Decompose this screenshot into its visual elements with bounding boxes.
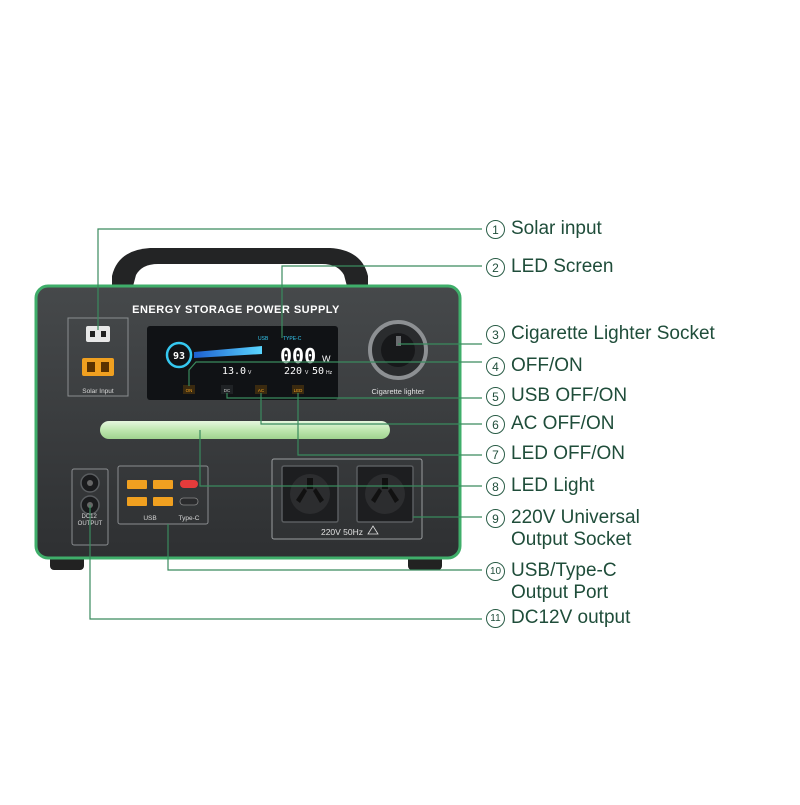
callout-label: LED Screen (511, 256, 614, 277)
callout-number: 1 (486, 220, 505, 239)
callout-led-light: 8 LED Light (486, 475, 594, 497)
leader-line-10 (167, 524, 482, 571)
callout-label: Cigarette Lighter Socket (511, 323, 715, 344)
callout-solar-input: 1 Solar input (486, 218, 602, 240)
leader-line-5 (226, 393, 482, 399)
callout-label: LED Light (511, 475, 595, 496)
ac-socket-right (356, 465, 414, 523)
panel-title: ENERGY STORAGE POWER SUPPLY (132, 304, 340, 316)
callout-number: 10 (486, 562, 505, 581)
usb-port (127, 480, 147, 489)
ac-button-led[interactable] (255, 385, 267, 394)
callout-number: 2 (486, 258, 505, 277)
callout-off-on: 4 OFF/ON (486, 355, 583, 377)
ac-universal-output-sockets: 220V 50Hz (271, 458, 423, 540)
callout-led-screen: 2 LED Screen (486, 256, 613, 278)
ac-socket-left (281, 465, 339, 523)
callout-number: 4 (486, 357, 505, 376)
callout-number: 6 (486, 415, 505, 434)
callout-leader-lines (89, 228, 482, 620)
battery-percent: 93 (173, 351, 185, 362)
callout-number: 8 (486, 477, 505, 496)
solar-input-label: Solar Input (82, 388, 114, 395)
callout-number: 9 (486, 509, 505, 528)
callout-universal-output-socket: 9 220V Universal Output Socket (486, 507, 640, 551)
callout-label: AC OFF/ON (511, 413, 615, 434)
cigarette-lighter-socket: Cigarette lighter (368, 320, 428, 396)
callout-number: 5 (486, 387, 505, 406)
leader-line-7 (297, 393, 482, 456)
typec-port-label: Type-C (179, 515, 200, 522)
callout-number: 7 (486, 445, 505, 464)
callout-label: USB OFF/ON (511, 385, 628, 406)
usb-port-label: USB (143, 515, 156, 522)
leader-line-6 (260, 393, 482, 425)
leader-line-2 (281, 265, 482, 338)
callout-cigarette-lighter-socket: 3 Cigarette Lighter Socket (486, 323, 715, 345)
callout-label: LED OFF/ON (511, 443, 626, 464)
led-button-led[interactable] (292, 385, 304, 394)
callout-label: Solar input (511, 218, 602, 239)
watt-unit: W (322, 354, 331, 364)
screen-button-label: AC (258, 388, 265, 393)
callout-ac-off-on: 6 AC OFF/ON (486, 413, 614, 435)
usb-port (127, 497, 147, 506)
warning-triangle-icon (367, 525, 379, 535)
cigarette-lighter-label: Cigarette lighter (372, 387, 425, 396)
leader-line-8 (199, 430, 482, 487)
usb-screen-icon: USB (258, 336, 269, 342)
callout-usb-off-on: 5 USB OFF/ON (486, 385, 627, 407)
typec-screen-icon: TYPE-C (283, 336, 302, 342)
led-light-strip (100, 421, 390, 439)
frequency-unit: Hz (326, 370, 333, 376)
callout-number: 3 (486, 325, 505, 344)
ac-voltage-unit: V (305, 370, 309, 376)
callout-dc12v-output: 11 DC12V output (486, 607, 630, 629)
usb-port (153, 480, 173, 489)
ac-voltage-reading: 220 (284, 366, 302, 377)
battery-ring (165, 341, 193, 369)
led-screen: 93 USB TYPE-C 000 W 13.0 V 220 V 50 Hz O… (147, 326, 338, 400)
voltage-reading: 13.0 (222, 366, 246, 377)
callout-number: 11 (486, 609, 505, 628)
typec-port (180, 480, 198, 488)
callout-label: 220V Universal Output Socket (511, 507, 640, 550)
output-watts: 000 (280, 344, 316, 368)
usb-typec-output-ports: USB Type-C (117, 465, 209, 525)
solar-input-port: Solar Input (67, 317, 129, 397)
screen-button-label: DC (224, 388, 231, 393)
leader-line-11 (89, 505, 482, 620)
carry-handle (112, 248, 368, 290)
voltage-unit: V (248, 370, 252, 376)
power-button-led[interactable] (183, 385, 195, 394)
callout-label: DC12V output (511, 607, 631, 628)
callout-label: OFF/ON (511, 355, 583, 376)
callout-usb-typec-output-port: 10 USB/Type-C Output Port (486, 560, 617, 604)
usb-button-led[interactable] (221, 385, 233, 394)
leader-line-4 (188, 361, 482, 386)
leader-line-1 (97, 228, 482, 330)
screen-button-label: ON (186, 388, 193, 393)
socket-rating-label: 220V 50Hz (321, 527, 363, 537)
screen-button-label: LED (294, 388, 304, 393)
callout-label: USB/Type-C Output Port (511, 560, 617, 603)
callout-led-off-on: 7 LED OFF/ON (486, 443, 625, 465)
typec-port (179, 497, 199, 506)
frequency-reading: 50 (312, 366, 324, 377)
battery-level-bar (194, 346, 262, 358)
usb-port (153, 497, 173, 506)
